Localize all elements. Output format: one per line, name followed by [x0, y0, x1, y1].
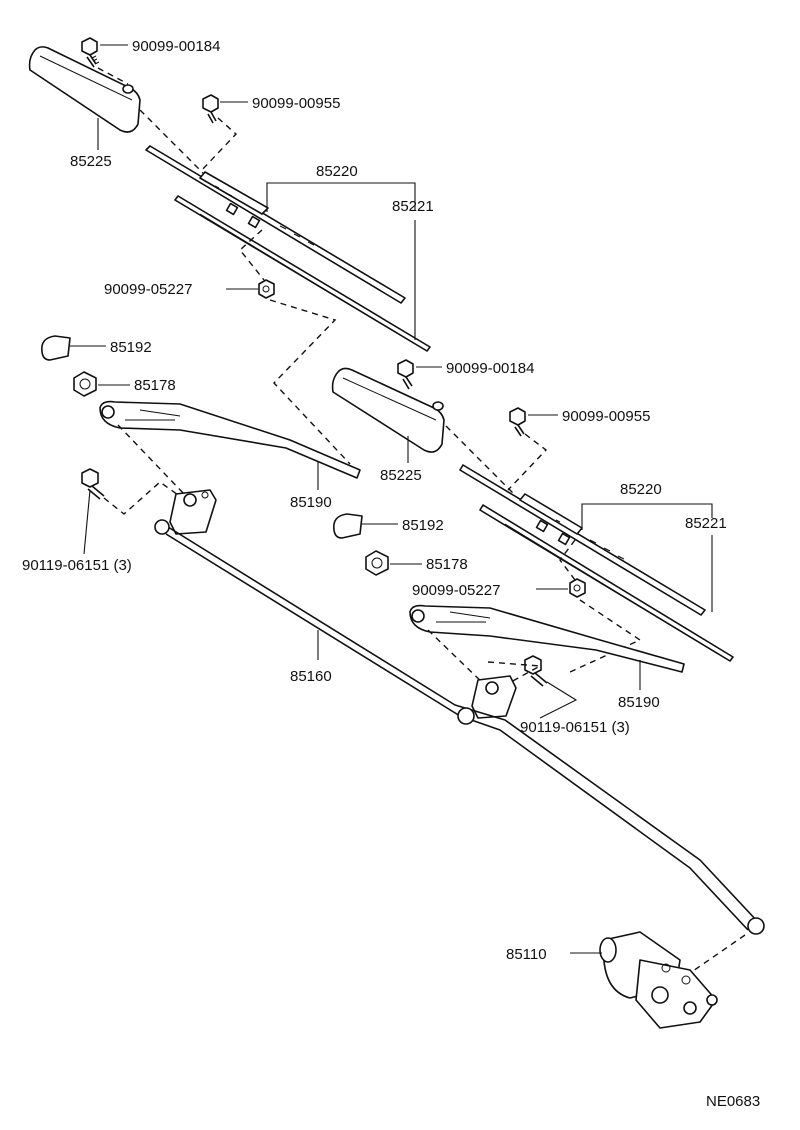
label-link-rod: 85160: [290, 668, 332, 685]
blade-cover-left: [28, 46, 141, 133]
label-blade-insert-left: 85221: [392, 198, 434, 215]
label-bolt-right-2: 90099-00955: [562, 408, 650, 425]
wiper-arm-right: [409, 604, 685, 673]
label-arm-right: 85190: [618, 694, 660, 711]
wiper-insert-left: [174, 195, 431, 352]
wiper-insert-right: [479, 504, 734, 662]
bracket-bolt-right: [524, 655, 548, 687]
label-blade-assy-right: 85220: [620, 481, 662, 498]
bolt-right: [397, 359, 414, 390]
pivot-bracket-left: [169, 489, 217, 535]
label-cap-right: 85192: [402, 517, 444, 534]
label-arm-left: 85190: [290, 494, 332, 511]
arm-nut-right: [365, 550, 389, 576]
label-blade-cover-right: 85225: [380, 467, 422, 484]
arm-nut-left: [73, 371, 97, 397]
label-arm-nut-left: 85178: [134, 377, 176, 394]
arm-cap-left: [40, 335, 71, 361]
wiper-blade-right: [459, 464, 706, 616]
nut-right: [569, 578, 586, 598]
diagram-code: NE0683: [706, 1093, 760, 1110]
arm-cap-right: [332, 513, 363, 539]
wiper-motor: [599, 931, 718, 1029]
label-blade-insert-right: 85221: [685, 515, 727, 532]
label-arm-nut-right: 85178: [426, 556, 468, 573]
bolt-right-2: [509, 407, 526, 437]
label-nut-right: 90099-05227: [412, 582, 500, 599]
pivot-bracket-right: [471, 675, 517, 719]
label-nut-left: 90099-05227: [104, 281, 192, 298]
label-motor: 85110: [506, 946, 547, 963]
link-rod: [154, 519, 765, 935]
bracket-bolt-left: [81, 468, 105, 500]
bolt-top-left-2: [202, 94, 219, 124]
label-bolt-top-left: 90099-00184: [132, 38, 220, 55]
blade-cover-right: [331, 367, 445, 453]
label-cap-left: 85192: [110, 339, 152, 356]
label-bolt-right: 90099-00184: [446, 360, 534, 377]
bolt-top-left: [81, 37, 100, 68]
label-bracket-bolt-left: 90119-06151 (3): [22, 557, 132, 574]
label-blade-assy-left: 85220: [316, 163, 358, 180]
wiper-blade-left: [145, 145, 406, 304]
nut-left: [258, 279, 275, 299]
wiper-arm-left: [99, 400, 361, 479]
label-bolt-top-left-2: 90099-00955: [252, 95, 340, 112]
label-bracket-bolt-right: 90119-06151 (3): [520, 719, 630, 736]
label-blade-cover-left: 85225: [70, 153, 112, 170]
